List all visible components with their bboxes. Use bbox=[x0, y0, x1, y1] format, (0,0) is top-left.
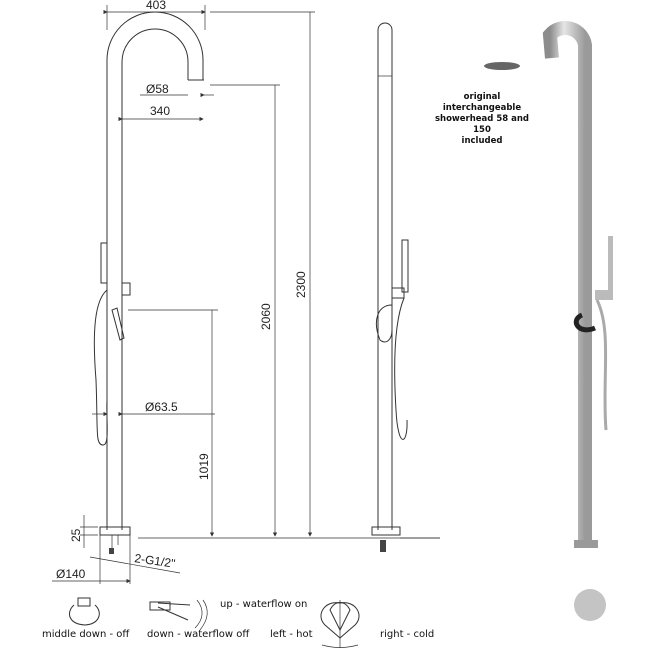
legend-up: up - waterflow on bbox=[220, 599, 307, 610]
dim-base-height: 25 bbox=[69, 528, 83, 542]
note-line-3: included bbox=[461, 136, 503, 146]
dim-height-spout: 2060 bbox=[259, 303, 273, 330]
legend-left: left - hot bbox=[270, 629, 313, 640]
product-render bbox=[484, 20, 613, 621]
handle-middle-icon bbox=[68, 604, 100, 626]
arrow-updown-icon bbox=[194, 599, 208, 631]
legend-down: down - waterflow off bbox=[147, 629, 250, 640]
dim-connection: 2-G1/2" bbox=[134, 551, 177, 571]
legend-middle-down: middle down - off bbox=[42, 629, 130, 640]
dim-base-diameter: Ø140 bbox=[56, 567, 86, 581]
side-view bbox=[371, 22, 440, 552]
handle-leftright-icon bbox=[320, 600, 360, 648]
dim-pipe-diameter: Ø63.5 bbox=[145, 400, 178, 414]
dim-height-total: 2300 bbox=[294, 271, 308, 298]
dim-spout-diameter: Ø58 bbox=[146, 82, 169, 96]
note-line-2: showerhead 58 and 150 bbox=[434, 114, 529, 135]
legend: middle down - off down - waterflow off u… bbox=[42, 597, 434, 648]
legend-right: right - cold bbox=[380, 629, 434, 640]
showerhead-note: original interchangeable showerhead 58 a… bbox=[432, 92, 532, 147]
dim-spout-inner: 340 bbox=[150, 104, 170, 118]
dim-spout-reach: 403 bbox=[146, 0, 166, 12]
finish-swatch bbox=[574, 589, 606, 621]
handle-updown-icon bbox=[149, 601, 191, 621]
showerhead-image bbox=[484, 62, 520, 70]
front-view: 403 Ø58 340 2060 2300 1019 Ø63.5 25 Ø140… bbox=[52, 0, 440, 584]
note-line-1: original interchangeable bbox=[442, 92, 522, 113]
dim-height-mixer: 1019 bbox=[197, 453, 211, 480]
